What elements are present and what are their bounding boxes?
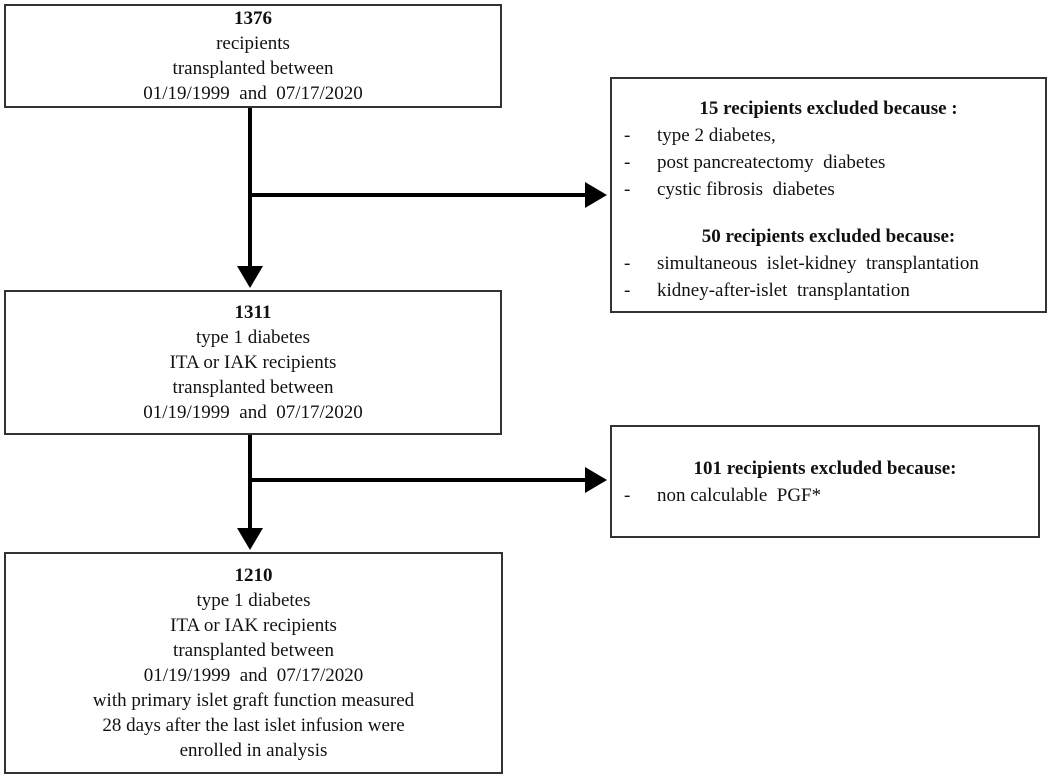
dash-bullet: -	[624, 125, 631, 146]
box-text-line: transplanted between	[172, 377, 334, 398]
exclusion-item-text: non calculable PGF*	[657, 484, 822, 506]
box-exclusions-2: 101 recipients excluded because: - non c…	[610, 425, 1040, 538]
flow-connector-line-top-to-middle	[248, 108, 252, 268]
exclusion-item-text: kidney-after-islet transplantation	[657, 280, 910, 301]
exclusion-item: - simultaneous islet-kidney transplantat…	[612, 250, 1045, 277]
exclusion-item: - non calculable PGF*	[612, 482, 1038, 509]
exclusion-item: - type 2 diabetes,	[612, 122, 1045, 149]
box-text-line: transplanted between	[172, 58, 334, 79]
enrolled-cohort-count: 1210	[234, 565, 273, 586]
initial-cohort-count: 1376	[234, 8, 272, 29]
box-initial-cohort: 1376 recipients transplanted between 01/…	[4, 4, 502, 108]
flow-connector-line-middle-to-bottom	[248, 435, 252, 530]
dash-bullet: -	[624, 484, 631, 506]
box-text-line: 28 days after the last islet infusion we…	[102, 715, 405, 736]
exclusion-item: - cystic fibrosis diabetes	[612, 176, 1045, 203]
exclusion-item-text: post pancreatectomy diabetes	[657, 152, 886, 173]
exclusion-item-text: type 2 diabetes,	[657, 125, 776, 146]
exclusion-header: 50 recipients excluded because:	[701, 226, 956, 247]
dash-bullet: -	[624, 280, 631, 301]
box-enrolled-cohort: 1210 type 1 diabetes ITA or IAK recipien…	[4, 552, 503, 774]
box-text-line: 01/19/1999 and 07/17/2020	[143, 665, 364, 686]
exclusion-header: 15 recipients excluded because :	[699, 98, 958, 119]
exclusion-item-text: simultaneous islet-kidney transplantatio…	[657, 253, 979, 274]
box-text-line: recipients	[216, 33, 290, 54]
type1-cohort-count: 1311	[234, 302, 272, 323]
dash-bullet: -	[624, 179, 631, 200]
exclusion-header: 101 recipients excluded because:	[693, 457, 957, 479]
box-text-line: 01/19/1999 and 07/17/2020	[143, 83, 363, 104]
box-text-line: 01/19/1999 and 07/17/2020	[143, 402, 363, 423]
exclusion-item: - kidney-after-islet transplantation	[612, 277, 1045, 304]
box-text-line: type 1 diabetes	[196, 590, 311, 611]
arrowhead-down-icon	[237, 528, 263, 550]
box-text-line: ITA or IAK recipients	[169, 352, 337, 373]
exclusion-item-text: cystic fibrosis diabetes	[657, 179, 835, 200]
arrowhead-right-icon	[585, 182, 607, 208]
box-text-line: transplanted between	[173, 640, 334, 661]
arrowhead-right-icon	[585, 467, 607, 493]
flow-connector-line-to-exclusions-1	[248, 193, 588, 197]
box-text-line: type 1 diabetes	[196, 327, 310, 348]
box-text-line: with primary islet graft function measur…	[92, 690, 415, 711]
flow-connector-line-to-exclusions-2	[248, 478, 588, 482]
box-text-line: ITA or IAK recipients	[170, 615, 337, 636]
dash-bullet: -	[624, 152, 631, 173]
box-type1-cohort: 1311 type 1 diabetes ITA or IAK recipien…	[4, 290, 502, 435]
box-text-line: enrolled in analysis	[179, 740, 328, 761]
arrowhead-down-icon	[237, 266, 263, 288]
dash-bullet: -	[624, 253, 631, 274]
box-exclusions-1: 15 recipients excluded because : - type …	[610, 77, 1047, 313]
exclusion-item: - post pancreatectomy diabetes	[612, 149, 1045, 176]
